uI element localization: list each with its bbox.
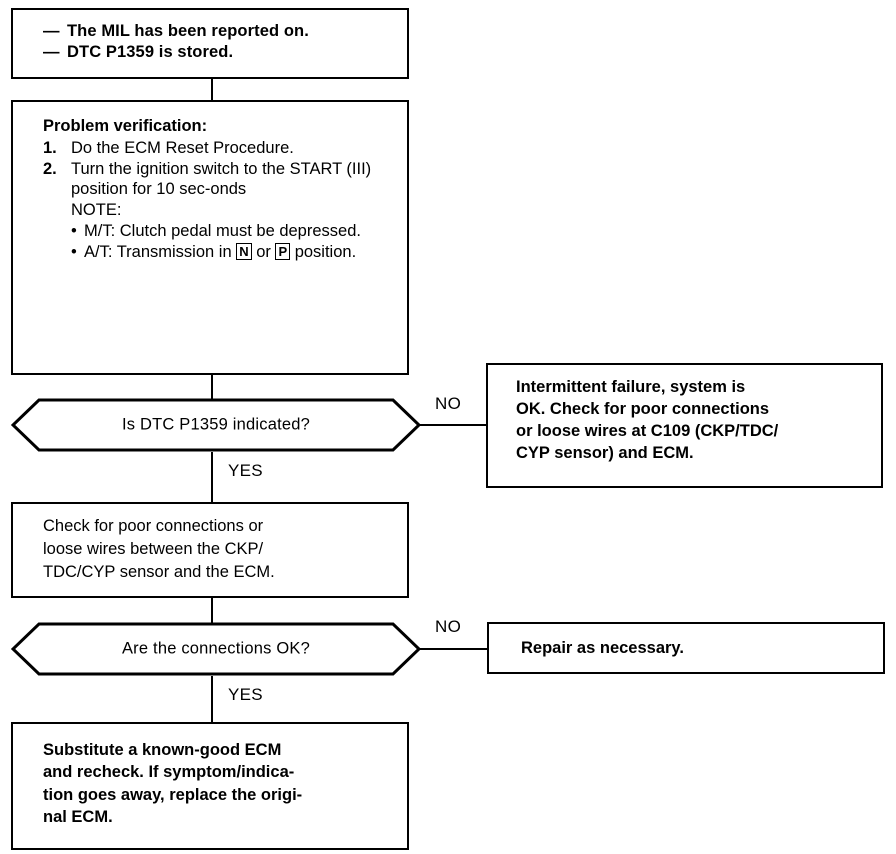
note-item: • A/T: Transmission in N or P position. <box>71 242 391 263</box>
bullet-marker: • <box>71 221 77 240</box>
hexagon-shape <box>11 398 421 452</box>
decision-connections-ok: Are the connections OK? <box>11 622 421 676</box>
decision2-no-label: NO <box>435 617 462 636</box>
connector-decision2-yes <box>211 676 213 722</box>
substitute-line: and recheck. If symptom/indica- <box>43 763 295 782</box>
connector-symptom-to-verification <box>211 79 213 101</box>
intermittent-line: Intermittent failure, system is <box>516 378 746 396</box>
connector-check-to-decision2 <box>211 598 213 624</box>
check-line: Check for poor connections or <box>43 517 264 535</box>
step-text: Turn the ignition switch to the START (I… <box>71 159 391 201</box>
decision-question: Are the connections OK? <box>121 639 311 658</box>
verification-step: 2. Turn the ignition switch to the START… <box>43 159 391 201</box>
symptom-text: The MIL has been reported on. <box>67 22 309 40</box>
decision-question: Is DTC P1359 indicated? <box>121 415 311 434</box>
connector-verification-to-decision1 <box>211 375 213 400</box>
note-text-mid: or <box>251 242 276 261</box>
check-connections-box: Check for poor connections or loose wire… <box>11 502 409 598</box>
substitute-line: nal ECM. <box>43 807 113 826</box>
decision-dtc-indicated: Is DTC P1359 indicated? <box>11 398 421 452</box>
substitute-line: tion goes away, replace the origi- <box>43 785 303 804</box>
check-line: TDC/CYP sensor and the ECM. <box>43 562 275 581</box>
note-text-post: position. <box>290 242 357 261</box>
step-text: Do the ECM Reset Procedure. <box>71 138 294 157</box>
repair-box: Repair as necessary. <box>487 622 885 674</box>
decision2-yes-label: YES <box>228 685 263 704</box>
substitute-line: Substitute a known-good ECM <box>43 741 282 759</box>
repair-text: Repair as necessary. <box>521 638 684 657</box>
symptom-line: — DTC P1359 is stored. <box>43 42 407 63</box>
intermittent-line: CYP sensor) and ECM. <box>516 443 694 462</box>
step-number: 2. <box>43 159 57 178</box>
dash-marker: — <box>43 22 60 40</box>
decision1-no-label: NO <box>435 394 462 413</box>
note-text-pre: A/T: Transmission in <box>84 242 237 261</box>
problem-verification-box: Problem verification: 1. Do the ECM Rese… <box>11 100 409 375</box>
note-label: NOTE: <box>71 201 122 220</box>
connector-decision1-no <box>418 424 488 426</box>
note-item: • M/T: Clutch pedal must be depressed. <box>71 221 391 242</box>
intermittent-line: OK. Check for poor connections <box>516 399 770 418</box>
connector-decision2-no <box>418 648 488 650</box>
hexagon-shape <box>11 622 421 676</box>
gear-position-n-icon: N <box>236 242 252 260</box>
step-number: 1. <box>43 138 57 157</box>
connector-decision1-yes <box>211 452 213 502</box>
note-text: A/T: Transmission in N or P position. <box>84 242 391 263</box>
gear-position-p-icon: P <box>275 242 291 260</box>
substitute-ecm-box: Substitute a known-good ECM and recheck.… <box>11 722 409 850</box>
decision1-yes-label: YES <box>228 461 263 480</box>
step-text-inner: Turn the ignition switch to the START (I… <box>71 159 372 199</box>
symptom-line: — The MIL has been reported on. <box>43 21 407 42</box>
verification-heading: Problem verification: <box>43 117 208 135</box>
note-text: M/T: Clutch pedal must be depressed. <box>84 221 361 240</box>
bullet-marker: • <box>71 242 77 261</box>
intermittent-line: or loose wires at C109 (CKP/TDC/ <box>516 421 779 440</box>
symptom-text: DTC P1359 is stored. <box>67 42 234 61</box>
verification-step: 1. Do the ECM Reset Procedure. <box>43 138 391 159</box>
symptom-box: — The MIL has been reported on. — DTC P1… <box>11 8 409 79</box>
dash-marker: — <box>43 42 60 61</box>
intermittent-failure-box: Intermittent failure, system is OK. Chec… <box>486 363 883 488</box>
check-line: loose wires between the CKP/ <box>43 539 264 558</box>
